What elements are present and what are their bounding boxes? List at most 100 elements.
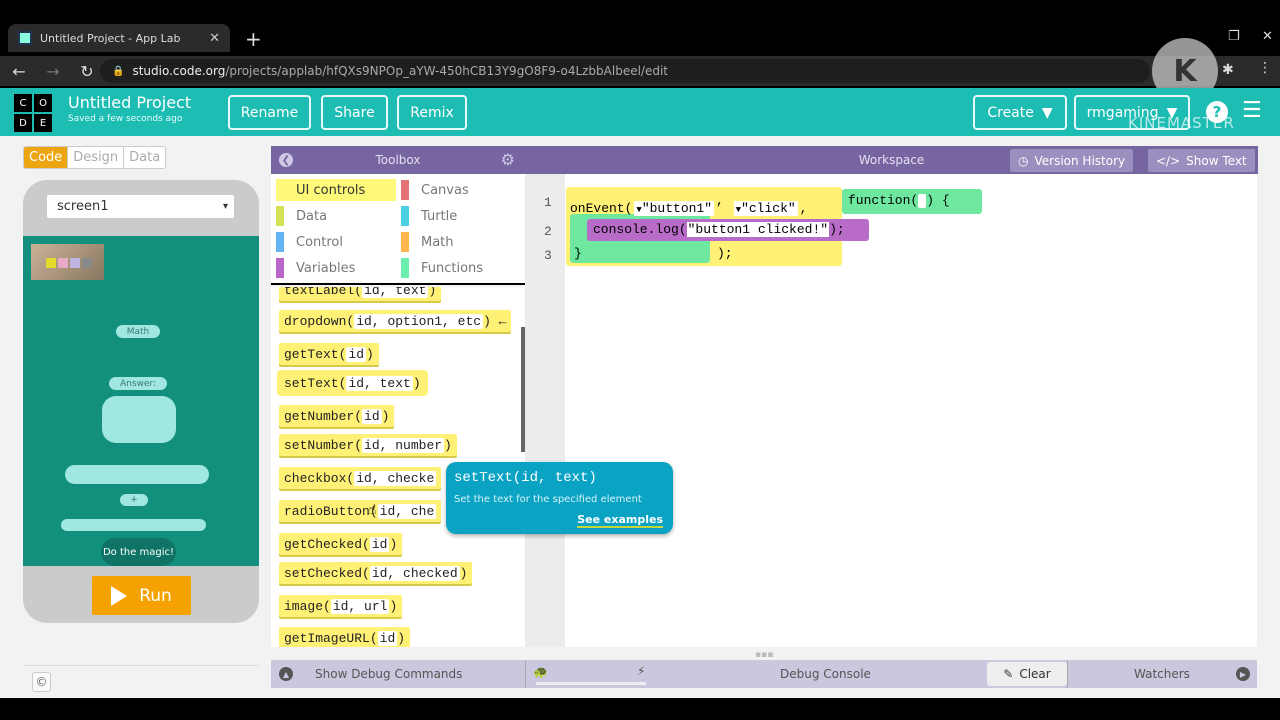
id-dropdown[interactable]: ▼"button1" xyxy=(634,200,715,216)
category-functions[interactable]: Functions xyxy=(401,257,483,279)
block-radiobutton[interactable]: radioButton(id, che xyxy=(279,500,442,522)
user-menu-button[interactable]: rmgaming▼ xyxy=(1074,95,1190,130)
category-swatch xyxy=(276,180,284,200)
code-org-logo[interactable]: C O D E xyxy=(14,94,52,132)
category-ui-controls[interactable]: UI controls xyxy=(276,179,396,201)
watchers-title: Watchers xyxy=(1134,667,1190,681)
tab-data[interactable]: Data xyxy=(129,150,161,165)
help-icon[interactable]: ? xyxy=(1206,101,1228,123)
hand-cursor-icon: ☝ xyxy=(368,502,377,518)
line-number: 3 xyxy=(544,248,552,263)
version-history-button[interactable]: ◷Version History xyxy=(1010,149,1134,172)
back-icon[interactable]: ← xyxy=(12,61,26,81)
create-menu-button[interactable]: Create▼ xyxy=(973,95,1067,130)
run-label: Run xyxy=(139,585,172,606)
expand-watchers-icon[interactable]: ▶ xyxy=(1236,667,1250,681)
show-text-button[interactable]: </>Show Text xyxy=(1148,149,1255,172)
block-settext[interactable]: setText(id, text) xyxy=(279,372,426,394)
tooltip-description: Set the text for the specified element xyxy=(454,494,642,505)
block-dropdown[interactable]: dropdown(id, option1, etc) ← xyxy=(279,310,512,332)
restore-window-icon[interactable]: ❐ xyxy=(1228,29,1240,44)
block-getnumber[interactable]: getNumber(id) xyxy=(279,405,395,427)
category-data[interactable]: Data xyxy=(276,205,327,227)
clear-label: Clear xyxy=(1019,667,1051,681)
category-swatch xyxy=(276,258,284,278)
share-button[interactable]: Share xyxy=(321,95,388,130)
copyright-icon[interactable]: © xyxy=(32,672,51,692)
category-canvas[interactable]: Canvas xyxy=(401,179,469,201)
console-end: ); xyxy=(829,222,845,237)
clear-button[interactable]: ✎Clear xyxy=(987,662,1067,686)
close-window-icon[interactable]: ✕ xyxy=(1262,29,1273,44)
reload-icon[interactable]: ↻ xyxy=(80,61,94,81)
block-checkbox[interactable]: checkbox(id, checke xyxy=(279,467,442,489)
function-block[interactable] xyxy=(842,189,982,214)
block-args: id, che xyxy=(377,503,437,519)
block-args: id xyxy=(377,630,398,646)
remix-button[interactable]: Remix xyxy=(397,95,467,130)
answer-label: Answer: xyxy=(109,377,167,390)
extensions-icon[interactable]: ✱ xyxy=(1222,62,1234,78)
tab-design[interactable]: Design xyxy=(68,147,125,168)
dropdown-arrow-icon: ▼ xyxy=(636,204,642,215)
do-magic-button[interactable]: Do the magic! xyxy=(101,538,176,566)
speed-slider[interactable] xyxy=(536,682,646,685)
dropdown-arrow-icon: ▼ xyxy=(735,204,742,215)
show-debug-commands[interactable]: Show Debug Commands xyxy=(315,667,463,681)
block-textlabel[interactable]: textLabel(id, text) xyxy=(279,287,442,301)
forward-icon[interactable]: → xyxy=(46,61,60,81)
tab-code[interactable]: Code xyxy=(24,147,69,168)
onevent-name: onEvent( xyxy=(570,200,633,216)
line-gutter xyxy=(525,174,565,647)
toolbox-title: Toolbox xyxy=(375,153,421,167)
math-label: Math xyxy=(116,325,160,338)
screen-select[interactable]: screen1▾ xyxy=(46,194,235,219)
saved-status: Saved a few seconds ago xyxy=(68,114,183,124)
plus-label: + xyxy=(120,494,148,506)
rename-button[interactable]: Rename xyxy=(228,95,311,130)
block-args: id, number xyxy=(362,437,445,453)
block-getchecked[interactable]: getChecked(id) xyxy=(279,533,403,555)
divider xyxy=(23,665,259,666)
new-tab-button[interactable]: + xyxy=(245,27,262,51)
category-turtle[interactable]: Turtle xyxy=(401,205,457,227)
browser-menu-icon[interactable]: ⋮ xyxy=(1258,60,1272,76)
console-arg[interactable]: "button1 clicked!" xyxy=(686,222,830,237)
block-image[interactable]: image(id, url) xyxy=(279,595,403,617)
category-label: Variables xyxy=(296,260,356,276)
category-control[interactable]: Control xyxy=(276,231,343,253)
number-input-2[interactable] xyxy=(61,519,206,531)
block-setnumber[interactable]: setNumber(id, number) xyxy=(279,434,457,456)
logo-letter: D xyxy=(14,114,32,132)
browser-tab[interactable]: Untitled Project - App Lab ✕ xyxy=(8,24,230,52)
collapse-toolbox-icon[interactable]: ❮ xyxy=(279,153,293,167)
category-variables[interactable]: Variables xyxy=(276,257,355,279)
id-value: "button1" xyxy=(641,200,713,216)
hamburger-menu-icon[interactable]: ☰ xyxy=(1242,98,1262,123)
close-tab-icon[interactable]: ✕ xyxy=(209,30,220,46)
block-args: id xyxy=(369,536,390,552)
event-dropdown[interactable]: ▼"click" xyxy=(733,200,798,216)
run-button[interactable]: Run xyxy=(92,576,191,615)
toolbox-scrollbar[interactable] xyxy=(521,327,525,452)
project-title: Untitled Project xyxy=(68,93,192,112)
url-path: /projects/applab/hfQXs9NPOp_aYW-450hCB13… xyxy=(225,64,669,78)
param-slot[interactable] xyxy=(918,193,927,208)
lock-icon: 🔒 xyxy=(112,65,125,77)
see-examples-link[interactable]: See examples xyxy=(577,513,663,528)
block-name: dropdown xyxy=(284,313,347,329)
number-input-1[interactable] xyxy=(65,465,209,484)
resize-handle[interactable]: ▪▪▪ xyxy=(755,650,774,660)
address-bar[interactable]: 🔒 studio.code.org/projects/applab/hfQXs9… xyxy=(100,59,1150,83)
category-math[interactable]: Math xyxy=(401,231,454,253)
block-setchecked[interactable]: setChecked(id, checked) xyxy=(279,562,473,584)
function-end: ) { xyxy=(926,193,950,208)
toolbox-header: ❮ Toolbox ⚙ xyxy=(271,146,525,174)
cube-icon xyxy=(58,258,68,268)
browser-tabbar: Untitled Project - App Lab ✕ + ❐ ✕ xyxy=(0,0,1280,56)
block-getimageurl[interactable]: getImageURL(id) xyxy=(279,627,411,647)
show-text-label: Show Text xyxy=(1186,153,1247,168)
gear-icon[interactable]: ⚙ xyxy=(500,150,515,169)
expand-debug-icon[interactable]: ▲ xyxy=(279,667,293,681)
block-gettext[interactable]: getText(id) xyxy=(279,343,379,365)
